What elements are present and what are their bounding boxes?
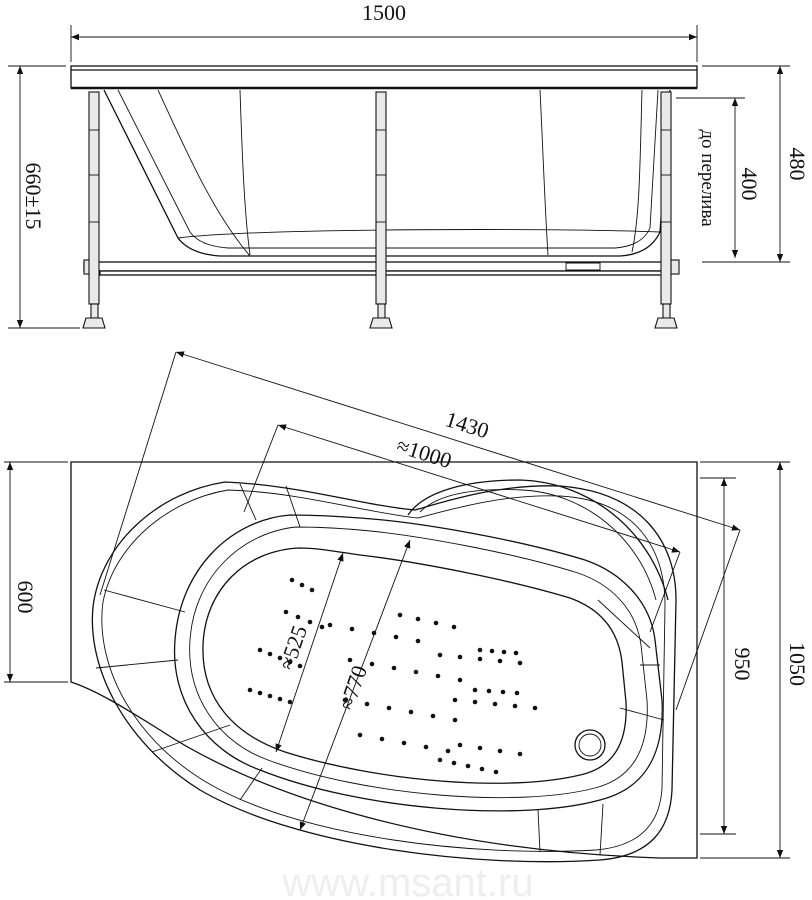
jet-dot-59: [501, 649, 507, 655]
top-view: 1430 ≈1000 ≈525 ≈770 600 950 1050: [4, 351, 810, 863]
hydromassage-jets: [247, 577, 538, 775]
jet-dot-8: [267, 651, 273, 657]
jet-dot-5: [307, 619, 313, 625]
jet-dot-13: [257, 690, 263, 696]
jet-dot-26: [435, 673, 441, 679]
jet-dot-61: [472, 687, 478, 693]
jet-dot-60: [513, 650, 519, 656]
jet-dot-50: [492, 701, 498, 707]
jet-dot-21: [415, 638, 421, 644]
jet-dot-48: [452, 697, 458, 703]
jet-dot-38: [445, 748, 451, 754]
overflow-depth-label: 400: [737, 168, 762, 201]
jet-dot-40: [415, 616, 421, 622]
jet-dot-35: [379, 736, 385, 742]
jet-dot-36: [401, 740, 407, 746]
jet-dot-25: [413, 669, 419, 675]
side-view: 1500: [8, 0, 810, 329]
frame-leg-left: [82, 91, 106, 329]
jet-dot-34: [357, 732, 363, 738]
jet-dot-41: [433, 620, 439, 626]
frame-leg-middle: [369, 91, 393, 329]
jet-dot-39: [397, 612, 403, 618]
width-dimension-label: 1500: [362, 0, 406, 25]
jet-dot-17: [327, 622, 333, 628]
height-dimension-label: 660±15: [21, 162, 46, 229]
jet-dot-18: [349, 626, 355, 632]
jet-dot-14: [267, 693, 273, 699]
jet-dot-3: [283, 609, 289, 615]
jet-dot-20: [393, 634, 399, 640]
jet-dot-55: [497, 748, 503, 754]
jet-dot-37: [423, 744, 429, 750]
jet-dot-66: [451, 760, 457, 766]
inner-width-dimension-label: ≈525: [274, 622, 312, 673]
jet-dot-31: [408, 709, 414, 715]
diagonal-dimension-label: 1430: [443, 406, 492, 443]
jet-dot-47: [517, 660, 523, 666]
jet-dot-2: [309, 587, 315, 593]
jet-dot-1: [299, 582, 305, 588]
jet-dot-43: [437, 652, 443, 658]
jet-dot-0: [289, 577, 295, 583]
jet-dot-15: [277, 696, 283, 702]
jet-dot-30: [386, 705, 392, 711]
inner-length-dimension-label: ≈1000: [394, 432, 455, 473]
jet-dot-32: [430, 713, 436, 719]
jet-dot-52: [532, 705, 538, 711]
jet-dot-57: [477, 647, 483, 653]
jet-dot-63: [500, 689, 506, 695]
jet-dot-56: [517, 751, 523, 757]
jet-dot-23: [369, 661, 375, 667]
right-inner-dimension-label: 950: [730, 648, 755, 681]
jet-dot-33: [452, 717, 458, 723]
jet-dot-58: [489, 648, 495, 654]
jet-dot-54: [477, 745, 483, 751]
jet-dot-65: [437, 757, 443, 763]
right-total-dimension-label: 1050: [785, 642, 810, 686]
jet-dot-42: [451, 624, 457, 630]
jet-dot-24: [391, 665, 397, 671]
jet-dot-45: [477, 656, 483, 662]
jet-dot-6: [319, 624, 325, 630]
jet-dot-12: [247, 687, 253, 693]
jet-dot-22: [347, 657, 353, 663]
jet-dot-27: [457, 677, 463, 683]
drain-icon: [574, 729, 606, 761]
jet-dot-62: [486, 688, 492, 694]
jet-dot-68: [479, 766, 485, 772]
left-side-dimension-label: 600: [13, 581, 38, 614]
frame-leg-right: [654, 91, 678, 329]
overflow-caption: до перелива: [697, 129, 718, 227]
jet-dot-69: [493, 769, 499, 775]
jet-dot-53: [457, 742, 463, 748]
jet-dot-49: [472, 699, 478, 705]
jet-dot-46: [497, 658, 503, 664]
jet-dot-44: [457, 654, 463, 660]
jet-dot-4: [295, 614, 301, 620]
jet-dot-16: [287, 699, 293, 705]
jet-dot-64: [514, 690, 520, 696]
total-height-dimension-label: 480: [785, 148, 810, 181]
jet-dot-51: [512, 703, 518, 709]
jet-dot-29: [364, 701, 370, 707]
jet-dot-67: [465, 763, 471, 769]
watermark-text: www.msant.ru: [281, 861, 533, 900]
jet-dot-7: [257, 647, 263, 653]
